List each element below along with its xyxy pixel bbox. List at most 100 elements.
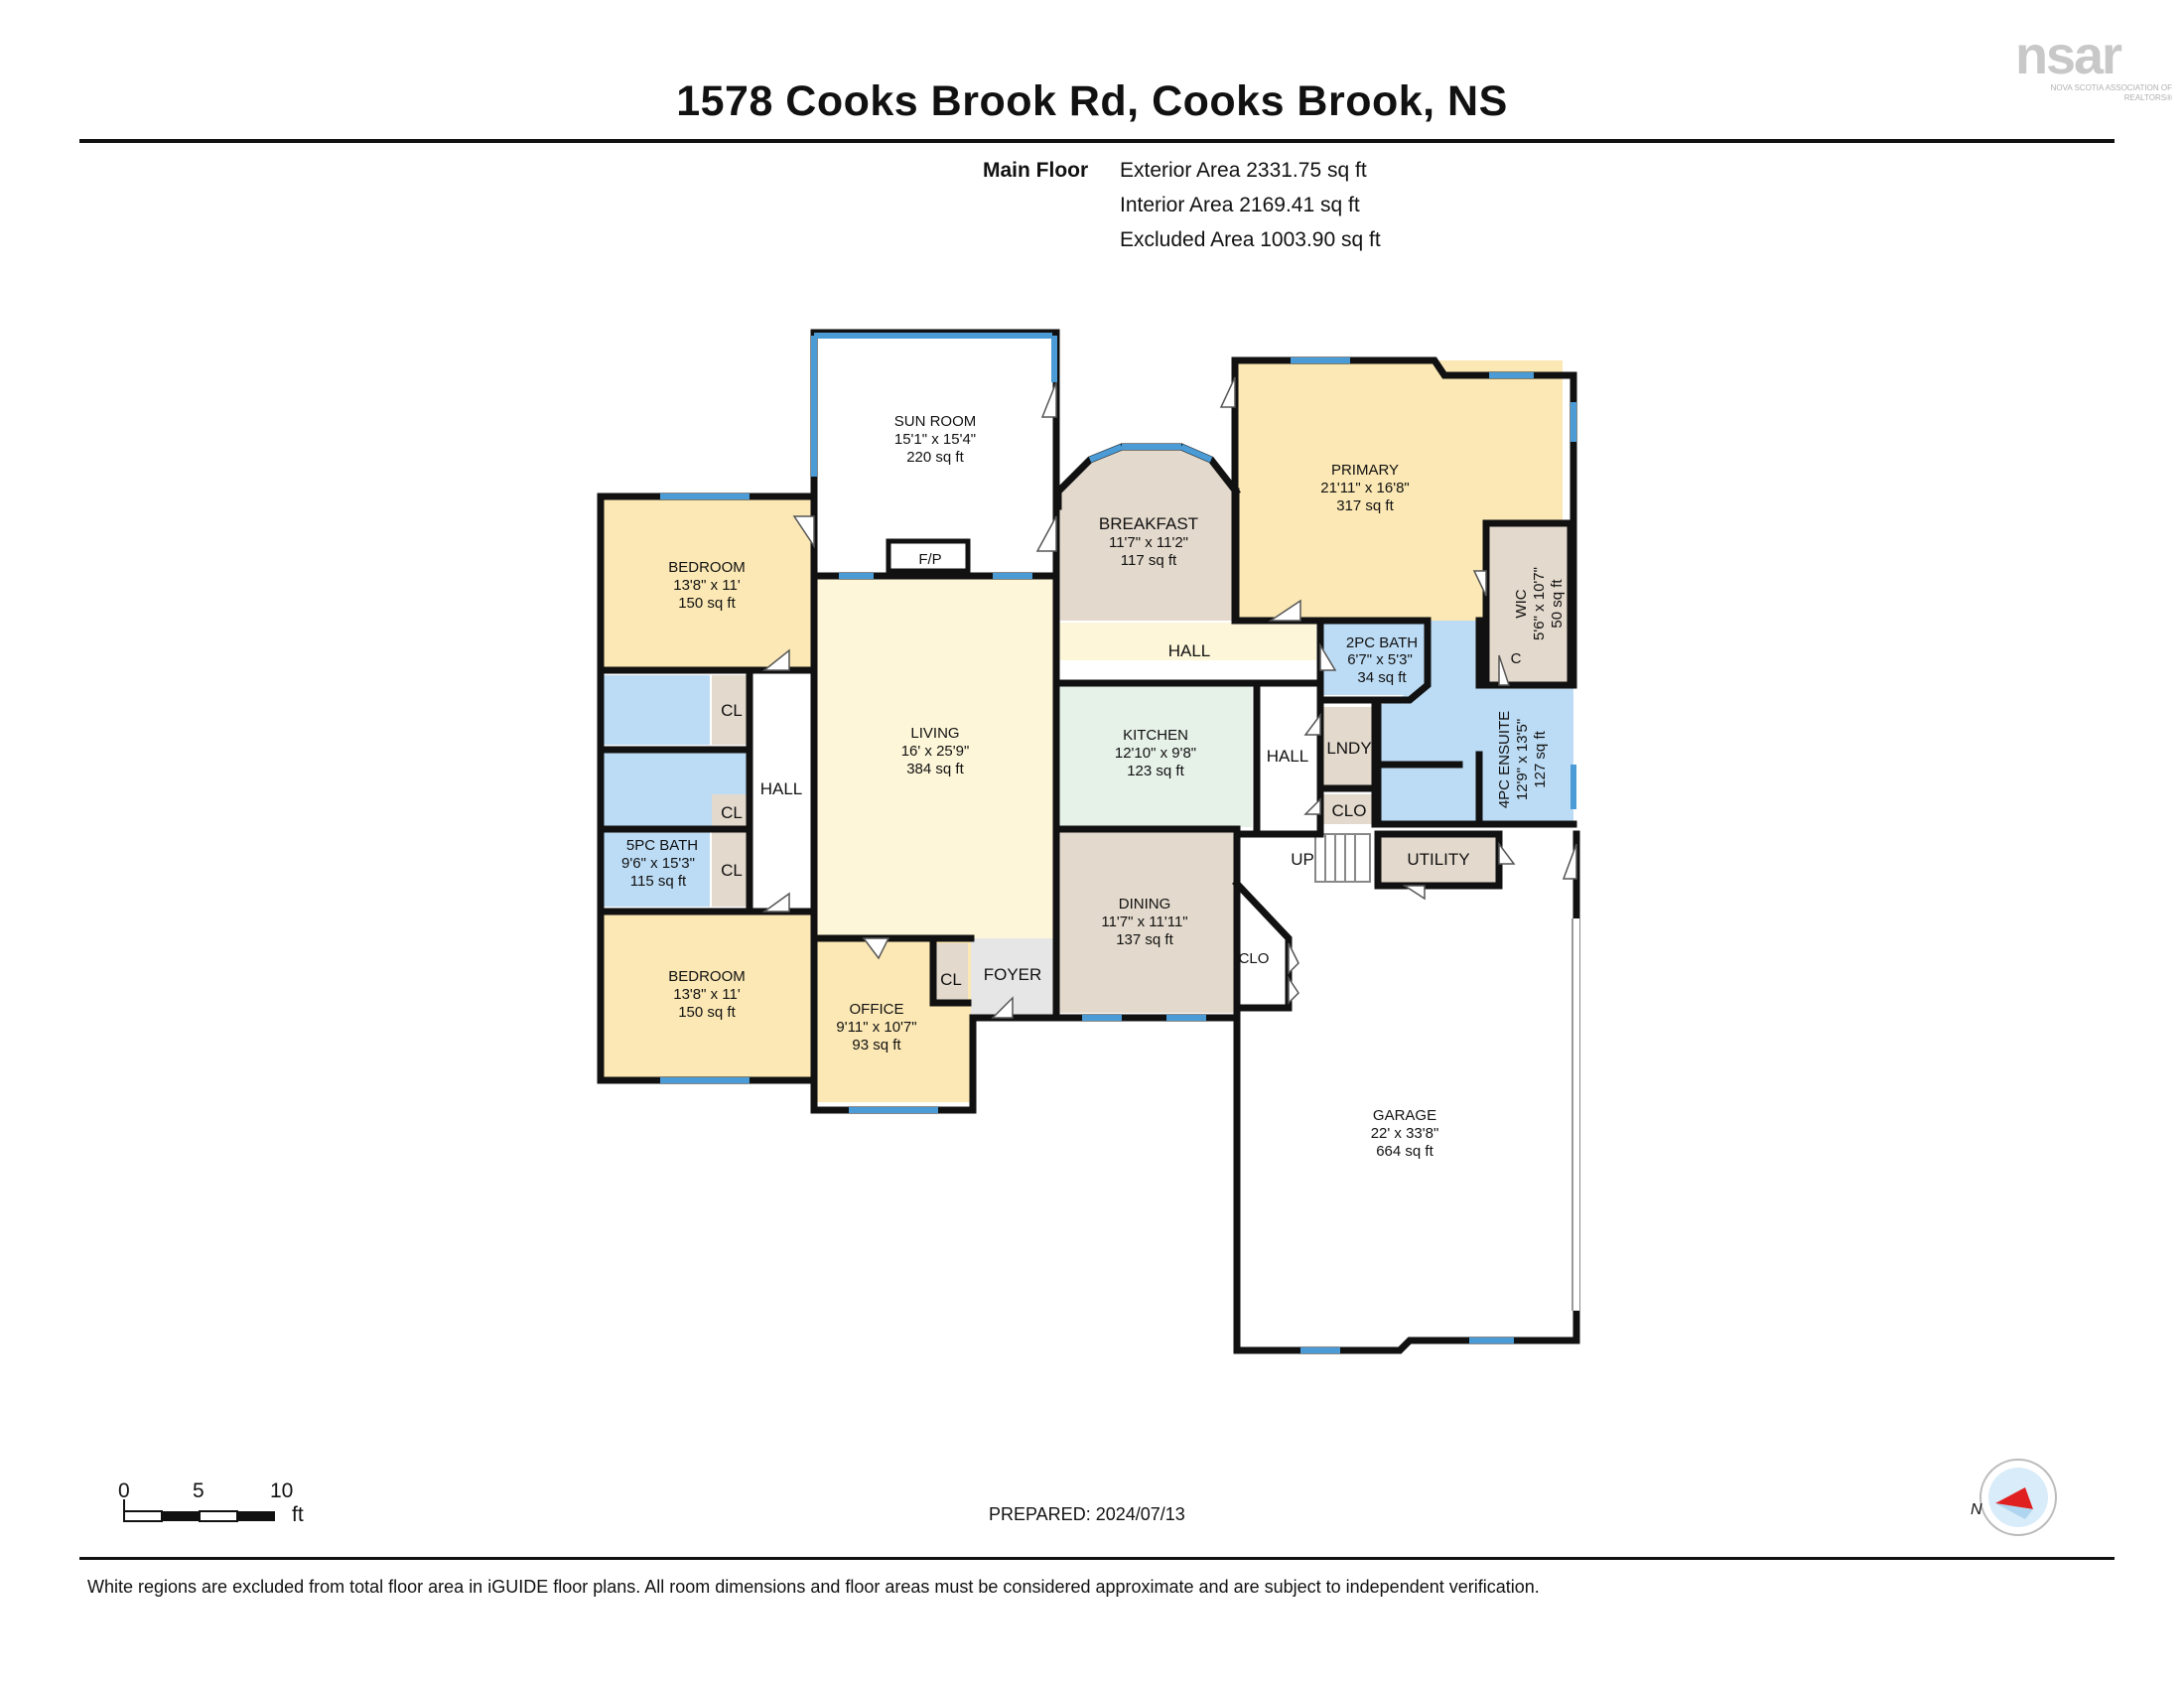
interior-area: Interior Area 2169.41 sq ft: [1120, 194, 1360, 216]
living-area: 384 sq ft: [906, 761, 964, 777]
closet-label-office: CL: [940, 970, 962, 989]
door-primary-hall: [1268, 599, 1301, 622]
sun-room-name: SUN ROOM: [894, 413, 977, 430]
excluded-area: Excluded Area 1003.90 sq ft: [1120, 228, 1381, 251]
bedroom-top-fill: [601, 496, 814, 670]
bath-5pc-dims: 9'6" x 15'3": [621, 855, 695, 872]
c-label: C: [1511, 650, 1522, 667]
ensuite-name: 4PC ENSUITE: [1496, 711, 1513, 808]
utility-label: UTILITY: [1407, 850, 1469, 869]
garage-dims: 22' x 33'8": [1371, 1125, 1439, 1142]
bath-5pc-fill: [601, 832, 710, 907]
cl-office-fill: [933, 943, 968, 1003]
breakfast-dims: 11'7" x 11'2": [1109, 534, 1188, 551]
bedroom-bottom-area: 150 sq ft: [678, 1004, 736, 1021]
dining-name: DINING: [1119, 896, 1171, 913]
primary-dims: 21'11" x 16'8": [1320, 480, 1410, 496]
stairs: [1314, 833, 1371, 883]
footer-divider: [79, 1557, 2115, 1560]
kitchen-fill: [1058, 683, 1252, 827]
door-foyer: [991, 996, 1014, 1019]
bedroom-top-name: BEDROOM: [668, 559, 746, 576]
breakfast-area: 117 sq ft: [1121, 552, 1177, 569]
scale-0: 0: [118, 1479, 130, 1502]
bedroom-bottom-dims: 13'8" x 11': [673, 986, 741, 1003]
closet-label-1: CL: [721, 701, 743, 720]
living-name: LIVING: [910, 725, 959, 742]
ensuite-area: 127 sq ft: [1532, 730, 1549, 787]
fireplace-label: F/P: [918, 551, 941, 568]
bedroom-bottom-name: BEDROOM: [668, 968, 746, 985]
door-utility-2: [1498, 841, 1516, 865]
doors: [761, 376, 1577, 1019]
door-sunroom: [1040, 381, 1057, 418]
page-title: 1578 Cooks Brook Rd, Cooks Brook, NS: [676, 77, 1508, 125]
sun-room-dims: 15'1" x 15'4": [894, 431, 976, 448]
closet-bath-top-fill: [601, 675, 710, 745]
compass-icon: [1979, 1459, 2057, 1536]
wic-name: WIC: [1513, 589, 1530, 618]
floor-label: Main Floor: [983, 159, 1089, 182]
hall-main-fill: [1056, 623, 1316, 660]
closet-label-2: CL: [721, 803, 743, 822]
office-area: 93 sq ft: [852, 1037, 901, 1054]
prepared-date: PREPARED: 2024/07/13: [989, 1504, 1185, 1524]
office-dims: 9'11" x 10'7": [836, 1019, 916, 1036]
cl-3-fill: [712, 832, 750, 907]
door-wic: [1472, 570, 1487, 597]
bath-2pc-name: 2PC BATH: [1346, 634, 1418, 651]
bedroom-top-area: 150 sq ft: [678, 595, 736, 612]
logo-text: nsar: [2015, 26, 2122, 85]
scale-bar: [123, 1499, 275, 1522]
compass-letter: N: [1971, 1501, 1982, 1518]
lndy-label: LNDY: [1326, 739, 1371, 758]
door-clo-garage-2: [1288, 975, 1299, 1005]
dining-area: 137 sq ft: [1116, 931, 1173, 948]
header-divider: [79, 139, 2115, 143]
door-utility: [1402, 885, 1426, 901]
bath-2pc-area: 34 sq ft: [1357, 669, 1407, 686]
clo-garage-label: CLO: [1239, 950, 1270, 967]
breakfast-name: BREAKFAST: [1099, 514, 1198, 533]
garage-area: 664 sq ft: [1376, 1143, 1433, 1160]
clo-label: CLO: [1332, 801, 1367, 820]
primary-area: 317 sq ft: [1336, 497, 1394, 514]
hall-main-label: HALL: [1168, 641, 1211, 660]
ensuite-fill: [1380, 621, 1573, 824]
bath-2pc-fill: [1320, 621, 1428, 695]
living-fill: [816, 576, 1056, 938]
bedroom-bottom-fill: [601, 912, 814, 1080]
door-office: [862, 937, 890, 960]
bath-5pc-name: 5PC BATH: [626, 837, 698, 854]
door-clo-garage: [1288, 942, 1299, 975]
lndy-fill: [1322, 707, 1372, 788]
nsar-logo: nsar NOVA SCOTIA ASSOCIATION OF REALTORS…: [2015, 28, 2174, 117]
door-clo: [1303, 797, 1321, 815]
door-primary: [1219, 376, 1236, 408]
exterior-area: Exterior Area 2331.75 sq ft: [1120, 159, 1367, 182]
office-name: OFFICE: [850, 1001, 904, 1018]
utility-fill: [1380, 834, 1497, 886]
primary-name: PRIMARY: [1331, 462, 1399, 479]
room-fills: [601, 360, 1573, 1102]
scale-10: 10: [270, 1479, 294, 1502]
footnote: White regions are excluded from total fl…: [87, 1577, 1540, 1597]
ensuite-dims: 12'9" x 13'5": [1514, 719, 1531, 800]
logo-subtext: NOVA SCOTIA ASSOCIATION OF REALTORS®: [2050, 83, 2172, 102]
cl-2-fill: [712, 794, 750, 826]
door-c: [1498, 654, 1511, 686]
door-garage: [1562, 843, 1577, 880]
door-bedroom-top-2: [761, 648, 790, 671]
room-labels: SUN ROOM 15'1" x 15'4" 220 sq ft BREAKFA…: [621, 413, 1566, 1160]
clo-fill: [1322, 794, 1372, 824]
hall-right-label: HALL: [1267, 747, 1309, 766]
bath-2pc-dims: 6'7" x 5'3": [1347, 651, 1413, 668]
door-bedroom-top: [792, 515, 815, 549]
door-bedroom-bottom: [761, 892, 790, 913]
bath-5pc-area: 115 sq ft: [630, 873, 687, 890]
dining-dims: 11'7" x 11'11": [1101, 914, 1187, 930]
living-dims: 16' x 25'9": [901, 743, 970, 760]
garage-name: GARAGE: [1373, 1107, 1436, 1124]
scale-unit: ft: [292, 1503, 304, 1526]
